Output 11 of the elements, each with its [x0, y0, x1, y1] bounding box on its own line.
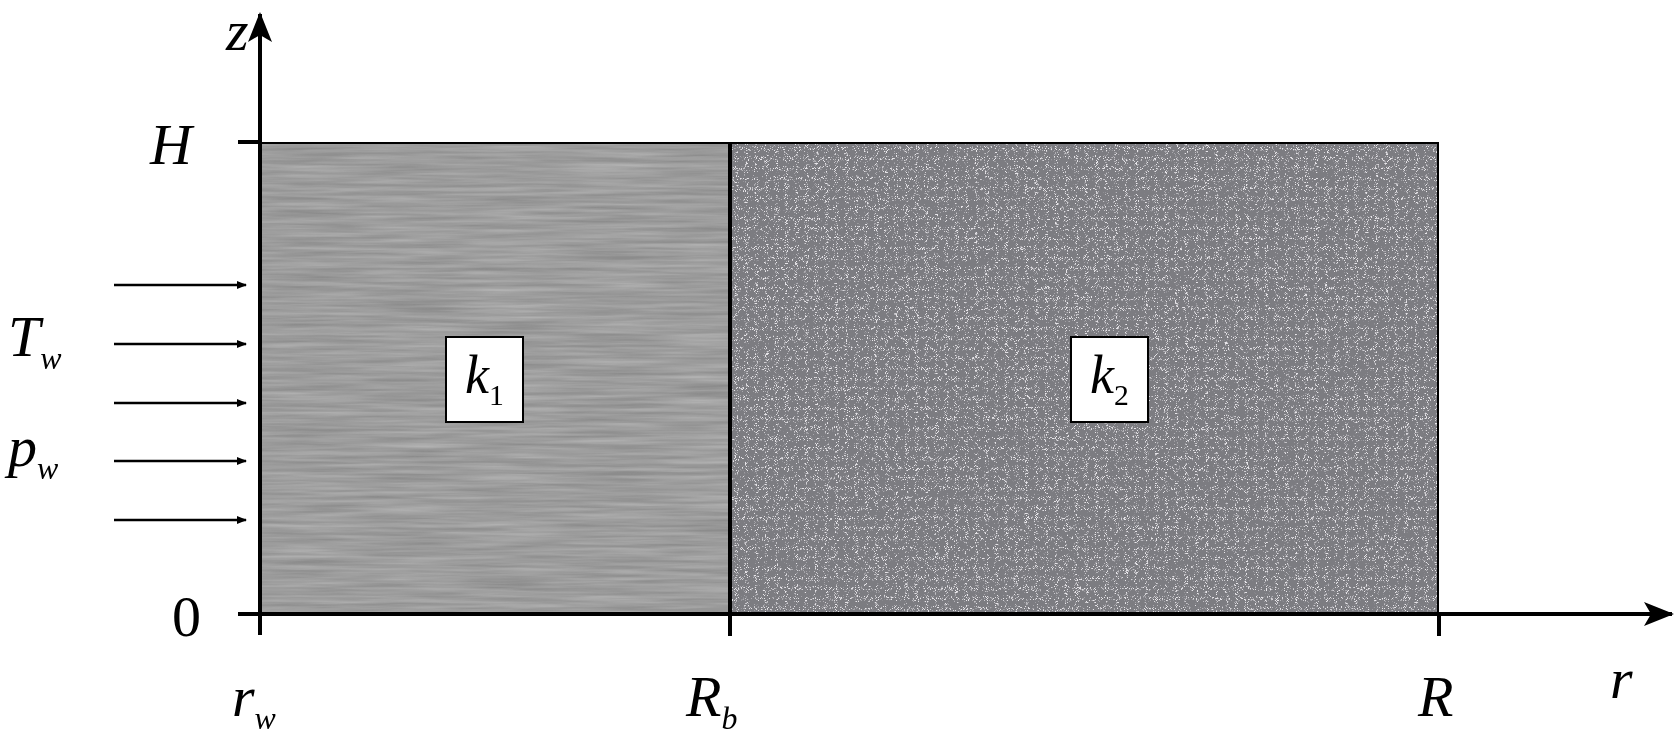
zone-label: k$_{1}$: [445, 336, 524, 423]
rock-zone: [730, 142, 1439, 614]
axis-tick-label: R$_{b}$: [686, 668, 738, 735]
zone-label: k$_{2}$: [1070, 336, 1149, 423]
boundary-label: T$_{w}$: [8, 308, 62, 375]
axis-label: z: [226, 2, 249, 60]
axis-label: r: [1610, 650, 1633, 708]
axis-tick-label: r$_{w}$: [232, 668, 276, 735]
rock-zone: [260, 142, 730, 614]
axis-tick-label: 0: [172, 588, 201, 646]
axis-tick-label: R: [1418, 668, 1454, 726]
